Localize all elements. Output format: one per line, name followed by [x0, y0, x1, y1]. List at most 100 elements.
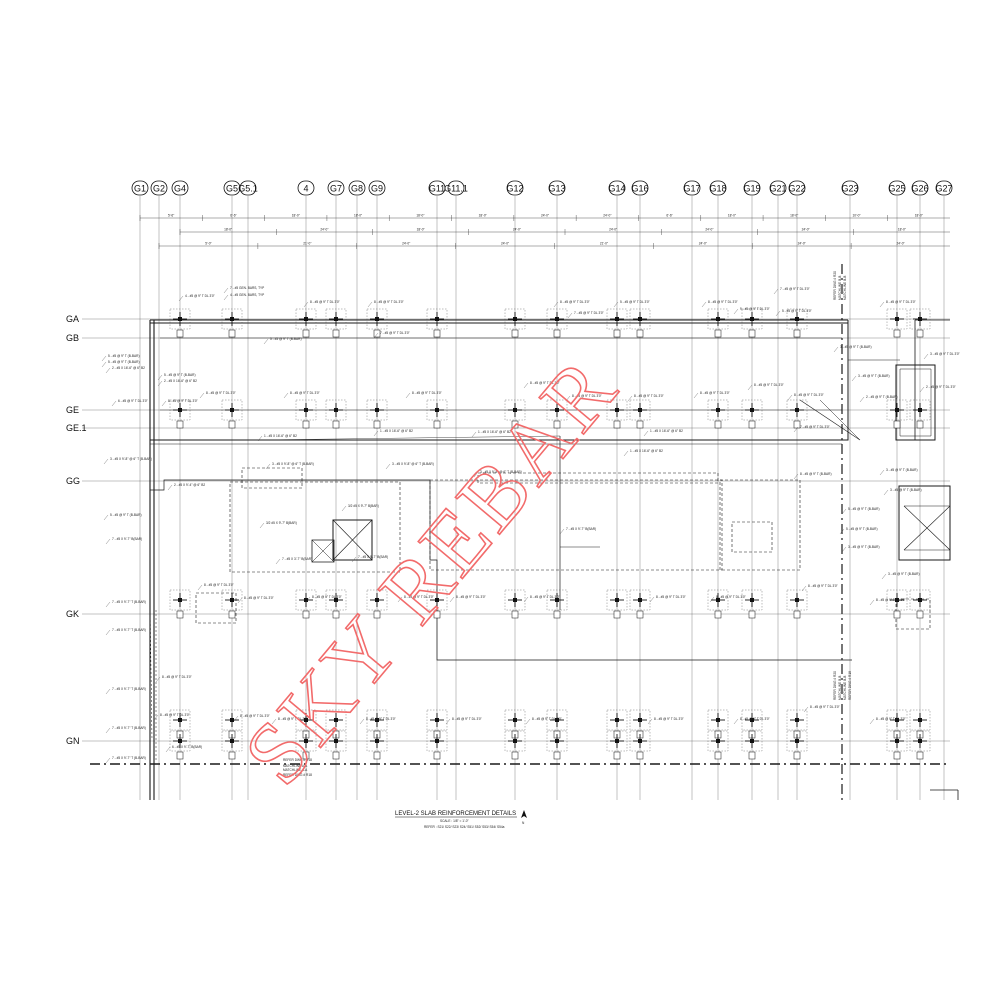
- column-marker: [546, 589, 568, 619]
- dimension-text: 18'-0": [292, 214, 300, 218]
- grid-bubble-col: G11: [428, 180, 446, 196]
- rebar-callout-text: 8 - #5 @ 9" T DL 3'0": [810, 705, 840, 709]
- grid-bubble-col: G21: [769, 180, 787, 196]
- rebar-callout: 8 - #5 @ 9" T DL 3'0": [787, 393, 824, 401]
- rebar-callout-text: 7 - #5 GEN. BARS, TYP: [230, 286, 264, 290]
- column-marker: [886, 730, 908, 760]
- column-marker: [221, 589, 243, 619]
- rebar-callout-text: 5 - #5 @ 9" T (B-BAR): [108, 354, 140, 358]
- rebar-callout-text: 8 - #5 @ 9" T DL 3'0": [456, 595, 486, 599]
- dimension-text: 24'-0": [320, 228, 328, 232]
- column-marker: [606, 709, 628, 739]
- grid-col-label: G9: [371, 184, 383, 194]
- dimension-text: 24'-0": [802, 228, 810, 232]
- rebar-callout: 3 - #5 X 9'-8" @ 6" T (B-BAR): [473, 470, 522, 478]
- grid-col-label: G23: [841, 184, 858, 194]
- rebar-callout: 8 - #5 @ 9" T DL 3'0": [869, 598, 906, 606]
- match-line-right-upper-annotation: REFER DWG # R20 MATCHLINE B-B MATCHLINE …: [833, 271, 847, 300]
- dimension-text: 18'-0": [354, 214, 362, 218]
- rebar-callout: 3 - #5 @ 9" T DL 3'0": [923, 352, 960, 360]
- grid-row-label: GA: [66, 314, 79, 324]
- rebar-callout-text: 8 - #5 @ 9" T DL 3'0": [794, 393, 824, 397]
- column-marker: [546, 730, 568, 760]
- rebar-callout-text: 9 - #5 @ 9" T DL 3'0": [740, 307, 770, 311]
- rebar-callout-text: 3 - #5 @ 9" T (B-BAR): [890, 488, 922, 492]
- column-marker: [504, 308, 526, 338]
- grid-col-label: G26: [911, 184, 928, 194]
- column-marker: [786, 730, 808, 760]
- rebar-callout: 8 - #5 @ 9" T DL 3'0": [283, 391, 320, 399]
- rebar-callout: 7 - #5 @ 9" T DL 3'0": [793, 425, 830, 433]
- grid-bubble-col: G11.1: [444, 180, 468, 196]
- rebar-callout-text: 7 - #5 X 9'-7" T (B-BAR): [112, 600, 146, 604]
- rebar-callout: 5 - #5 @ 9" T (B-BAR): [841, 507, 880, 515]
- grid-bubble-col: G2: [150, 180, 168, 196]
- column-marker: [886, 399, 908, 429]
- rebar-callout-text: 8 - #5 @ 9" T DL 3'0": [654, 717, 684, 721]
- rebar-callout-text: 3/2 #5 X 9'-7" B(BAR): [266, 521, 297, 525]
- rebar-callout-text: 5 - #5 @ 9" T (B-BAR): [848, 507, 880, 511]
- column-marker: [909, 589, 931, 619]
- column-marker: [295, 589, 317, 619]
- column-marker: [504, 589, 526, 619]
- column-marker: [546, 399, 568, 429]
- rebar-callout: 1 - #5 X 16'-6" @ 6" B2: [643, 429, 683, 437]
- rebar-callout-text: 7 - #5 X 9'-7" T (B-BAR): [112, 756, 146, 760]
- match-line-right-lower-4: REFER DWG # R18: [848, 671, 852, 700]
- match-line-lower-4: REFER DWG # R18: [283, 773, 312, 777]
- column-marker: [886, 589, 908, 619]
- column-marker: [504, 730, 526, 760]
- column-marker: [295, 308, 317, 338]
- column-marker: [426, 730, 448, 760]
- rebar-callout: 3 - #5 @ 9" T (B-BAR): [881, 572, 920, 580]
- grid-row-label: GE.1: [66, 423, 87, 433]
- column-marker: [221, 730, 243, 760]
- match-line-right-lower-2: MATCHLINE B-B: [838, 676, 842, 700]
- match-line-lower-2: MATCHLINE A-A: [283, 764, 308, 768]
- rebar-callout: 3/2 #5 X 9'-7" B(BAR): [341, 504, 379, 512]
- grid-bubble-col: G9: [368, 180, 386, 196]
- dimension-text: 5'-0": [205, 242, 211, 246]
- rebar-callout-text: 8 - #5 @ 9" T DL 3'0": [754, 383, 784, 387]
- rebar-callout: 1 - #5 X 16'-6" @ 6" B2: [623, 449, 663, 457]
- rebar-callout: 8 - #5 @ 9" T DL 3'0": [199, 391, 236, 399]
- rebar-callout-text: 3 - #5 X 9'-8" @ 6" T (B-BAR): [392, 462, 434, 466]
- dimension-text: 24'-0": [609, 228, 617, 232]
- rebar-callout: 8 - #5 @ 9" T DL 3'0": [693, 391, 730, 399]
- rebar-callout-text: 6 - #5 @ 9" T DL 3'0": [118, 399, 148, 403]
- rebar-callout-text: 7 - #5 X 3'-7" B(BAR): [282, 557, 312, 561]
- column-marker: [504, 709, 526, 739]
- rebar-callout: 7 - #5 X 9'-7" T (B-BAR): [105, 687, 146, 695]
- drawing-scale: SCALE : 1/8" = 1'-0": [440, 819, 469, 823]
- column-marker: [741, 399, 763, 429]
- rebar-callout-text: 8 - #5 @ 9" T DL 3'0": [886, 300, 916, 304]
- rebar-callout: 7 - #5 @ 9" T DL 3'0": [567, 311, 604, 319]
- rebar-callout: 5 - #5 @ 9" T (B-BAR): [101, 360, 140, 368]
- drawing-title: LEVEL-2 SLAB REINFORCEMENT DETAILS: [395, 811, 516, 817]
- column-marker: [606, 730, 628, 760]
- rebar-callout-text: 7 - #5 @ 9" T DL 3'0": [574, 311, 604, 315]
- column-marker: [909, 308, 931, 338]
- grid-col-label: G11.1: [444, 184, 468, 194]
- column-marker: [169, 399, 191, 429]
- rebar-callout: 4 - #5 GEN. BARS, TYP: [223, 293, 264, 301]
- match-line-lower-1: REFER DWG # R18: [283, 758, 312, 762]
- grid-col-label: G19: [743, 184, 760, 194]
- rebar-callout-text: 5 - #5 @ 9" T (B-BAR): [270, 337, 302, 341]
- rebar-callout-text: 7 - #5 @ 9" T DL 3'0": [780, 287, 810, 291]
- rebar-callout-text: 8 - #5 @ 9" T DL 3'0": [740, 717, 770, 721]
- column-marker: [886, 709, 908, 739]
- grid-col-label: G14: [608, 184, 625, 194]
- rebar-callout-text: 5 - #5 @ 9" T DL 3'0": [782, 309, 812, 313]
- rebar-callout: 8 - #5 @ 9" T DL 3'0": [801, 584, 838, 592]
- rebar-callout: 8 - #5 @ 9" T DL 3'0": [803, 705, 840, 713]
- rebar-callout: 8 - #5 @ 9" T DL 3'0": [525, 717, 562, 725]
- rebar-callout-text: 8 - #5 @ 9" T DL 3'0": [240, 714, 270, 718]
- rebar-callout-text: 4 - #5 GEN. BARS, TYP: [230, 293, 264, 297]
- grid-col-label: G5: [226, 184, 238, 194]
- rebar-callout: 8 - #5 @ 9" T DL 3'0": [197, 583, 234, 591]
- grid-bubble-col: G18: [709, 180, 727, 196]
- column-marker: [786, 308, 808, 338]
